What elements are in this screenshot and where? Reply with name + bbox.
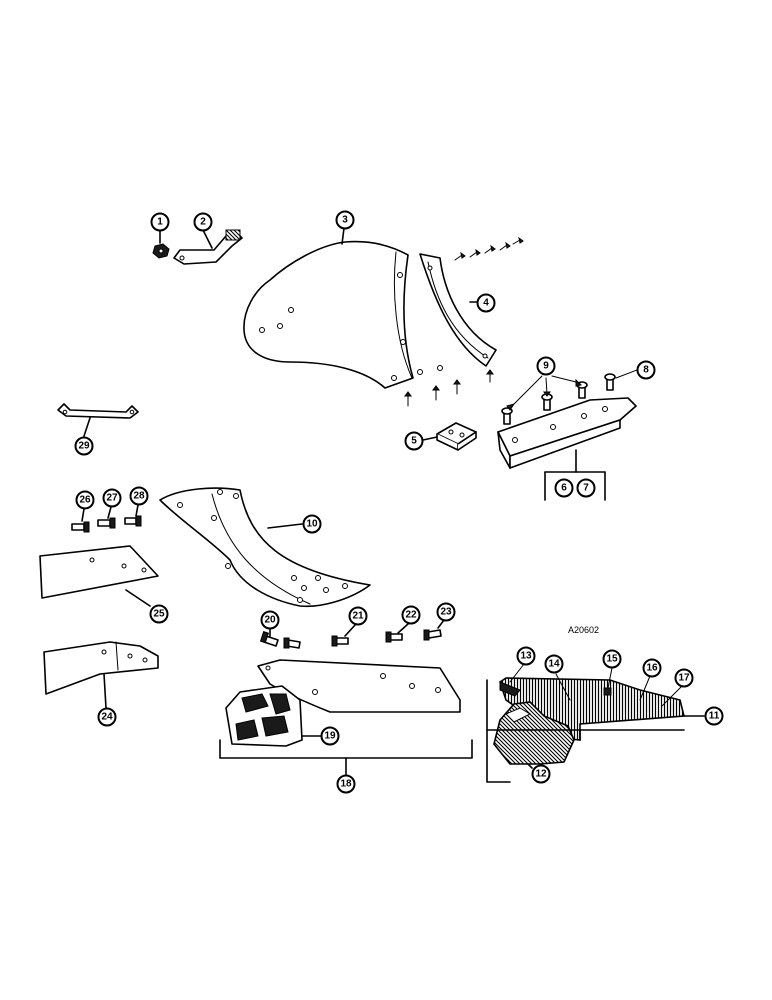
svg-text:19: 19 — [324, 731, 336, 742]
svg-text:9: 9 — [543, 361, 549, 372]
callout-13: 13 — [516, 646, 536, 666]
svg-text:24: 24 — [101, 712, 113, 723]
svg-text:6: 6 — [561, 483, 567, 494]
callout-2: 2 — [193, 212, 213, 232]
callout-18: 18 — [336, 774, 356, 794]
svg-text:2: 2 — [200, 217, 206, 228]
part-1-nut — [152, 229, 170, 259]
part-4-strip — [419, 253, 497, 367]
callout-26: 26 — [75, 490, 95, 510]
callout-15: 15 — [602, 649, 622, 669]
screws-bottom — [404, 369, 494, 407]
svg-text:11: 11 — [709, 711, 720, 722]
svg-text:27: 27 — [106, 493, 118, 504]
bolt-9a — [501, 407, 513, 425]
svg-text:21: 21 — [352, 611, 364, 622]
callout-6: 6 — [554, 478, 574, 498]
reference-code: A20602 — [568, 625, 599, 635]
part-12-shin — [493, 701, 575, 769]
svg-text:3: 3 — [342, 215, 348, 226]
callout-10: 10 — [302, 514, 322, 534]
part-24-landside — [43, 641, 159, 709]
bolt-9b — [541, 393, 553, 411]
callout-24: 24 — [97, 707, 117, 727]
part-19-frog — [225, 685, 323, 747]
svg-text:4: 4 — [483, 298, 489, 309]
callout-28: 28 — [129, 486, 149, 506]
callout-3: 3 — [335, 210, 355, 230]
part-2-bracket — [173, 229, 243, 265]
callout-7: 7 — [576, 478, 596, 498]
bolts-26-27-28 — [71, 504, 142, 533]
part-25-landside — [39, 545, 159, 607]
part-8-9-bolts — [501, 369, 638, 425]
callout-29: 29 — [74, 436, 94, 456]
callout-21: 21 — [348, 606, 368, 626]
svg-text:23: 23 — [440, 607, 452, 618]
svg-text:13: 13 — [520, 651, 532, 662]
svg-text:15: 15 — [606, 654, 618, 665]
callout-11: 11 — [704, 706, 724, 726]
callout-8: 8 — [636, 360, 656, 380]
callout-22: 22 — [401, 605, 421, 625]
callout-9: 9 — [536, 356, 556, 376]
callout-5: 5 — [404, 431, 424, 451]
svg-text:10: 10 — [306, 519, 318, 530]
callout-16: 16 — [642, 658, 662, 678]
svg-text:22: 22 — [405, 610, 417, 621]
svg-text:18: 18 — [340, 779, 352, 790]
callout-17: 17 — [674, 668, 694, 688]
svg-text:12: 12 — [535, 769, 547, 780]
callout-20: 20 — [260, 610, 280, 630]
bolt-8 — [604, 373, 616, 391]
svg-text:16: 16 — [646, 663, 658, 674]
svg-text:25: 25 — [153, 609, 165, 620]
svg-text:28: 28 — [133, 491, 145, 502]
svg-text:29: 29 — [78, 441, 90, 452]
svg-text:5: 5 — [411, 436, 417, 447]
callout-27: 27 — [102, 488, 122, 508]
callout-19: 19 — [320, 726, 340, 746]
svg-text:1: 1 — [157, 217, 163, 228]
callout-14: 14 — [544, 654, 564, 674]
svg-text:26: 26 — [79, 495, 91, 506]
svg-text:17: 17 — [678, 673, 690, 684]
group-18-bracket — [219, 739, 473, 775]
part-5-plate — [422, 422, 477, 451]
part-6-7-share — [497, 397, 637, 501]
part-3-moldboard — [243, 227, 443, 389]
callout-23: 23 — [436, 602, 456, 622]
callout-12: 12 — [531, 764, 551, 784]
svg-text:8: 8 — [643, 365, 649, 376]
callout-25: 25 — [149, 604, 169, 624]
callout-1: 1 — [150, 212, 170, 232]
svg-text:14: 14 — [548, 659, 560, 670]
svg-text:7: 7 — [583, 483, 589, 494]
screws-top — [454, 236, 524, 261]
part-10-moldboard — [159, 487, 371, 608]
part-29-brace — [57, 403, 139, 437]
part-18-frog-bar — [257, 659, 461, 713]
callout-4: 4 — [476, 293, 496, 313]
svg-text:20: 20 — [264, 615, 276, 626]
group-11-bracket — [486, 663, 685, 783]
bolts-20-23 — [259, 619, 445, 649]
